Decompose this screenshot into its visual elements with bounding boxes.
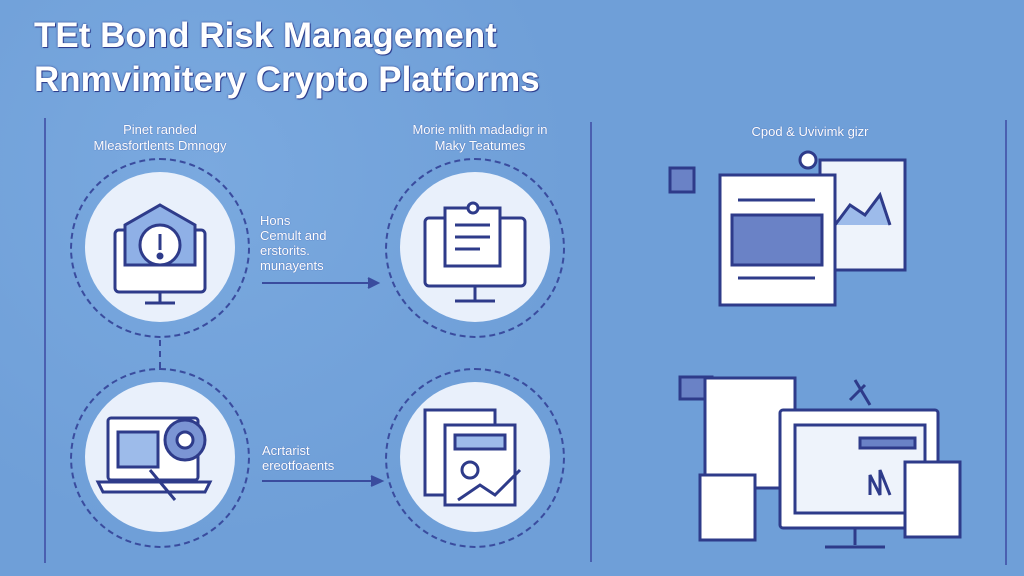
- dashed-ring-2: [385, 158, 565, 338]
- caption-2-line-1: Morie mlith madadigr in: [412, 122, 548, 137]
- title-line-2: Rnmvimitery Crypto Platforms: [34, 60, 540, 99]
- web-windows-illustration-bottom: [678, 375, 962, 549]
- side-text-2-line: ereotfoaents: [262, 458, 335, 473]
- dashed-ring-1: [70, 158, 250, 338]
- dashed-ring-3: [70, 368, 250, 548]
- shield-monitor-icon: [113, 203, 207, 305]
- caption-2: Morie mlith madadigr in Maky Teatumes: [380, 122, 580, 154]
- side-text-1-line: munayents: [260, 258, 324, 273]
- documents-chart-icon: [423, 408, 522, 507]
- web-windows-illustration-top: [668, 150, 907, 307]
- caption-1: Pinet randed Mleasfortlents Dmnogy: [60, 122, 260, 154]
- side-text-1-line: Hons: [260, 213, 291, 228]
- caption-3-line-1: Cpod & Uvivimk gizr: [751, 124, 869, 139]
- arrow-right-1: [262, 277, 381, 289]
- caption-2-line-2: Maky Teatumes: [434, 138, 526, 153]
- side-text-1-line: erstorits.: [260, 243, 310, 258]
- document-monitor-icon: [423, 201, 527, 303]
- side-text-2-line: Acrtarist: [262, 443, 310, 458]
- divider-middle: [590, 122, 592, 562]
- title-line-1: TEt Bond Risk Management: [34, 16, 497, 55]
- side-text-2: Acrtarist ereotfoaents: [262, 443, 334, 473]
- arrow-right-2: [262, 475, 385, 487]
- divider-right: [1005, 120, 1007, 565]
- laptop-gear-icon: [95, 416, 213, 501]
- caption-3: Cpod & Uvivimk gizr: [690, 124, 930, 140]
- side-text-1: Hons Cemult and erstorits. munayents: [260, 213, 326, 273]
- page-title: TEt Bond Risk Management Rnmvimitery Cry…: [34, 14, 540, 102]
- caption-1-line-2: Mleasfortlents Dmnogy: [93, 138, 227, 153]
- caption-1-line-1: Pinet randed: [123, 122, 197, 137]
- side-text-1-line: Cemult and: [260, 228, 327, 243]
- divider-left: [44, 118, 46, 563]
- dashed-ring-4: [385, 368, 565, 548]
